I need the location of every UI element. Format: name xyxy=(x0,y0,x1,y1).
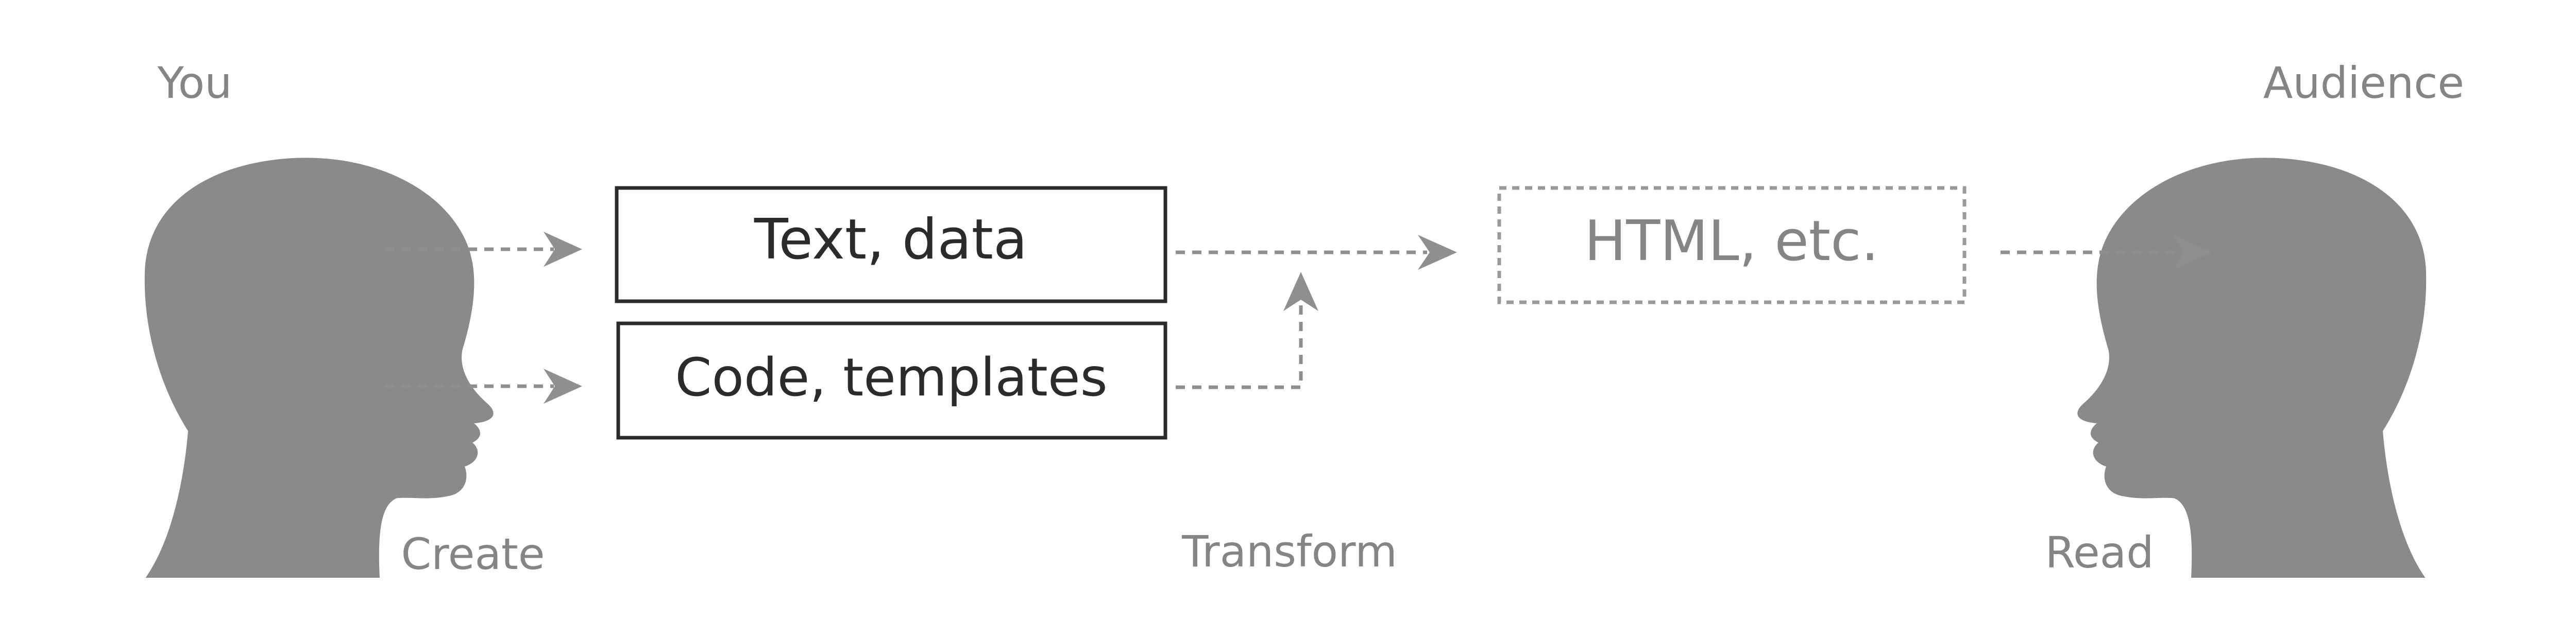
stage-transform-label: Transform xyxy=(1181,526,1397,577)
you-head-icon xyxy=(144,158,494,578)
code-templates-box: Code, templates xyxy=(616,321,1167,440)
stage-read-label: Read xyxy=(2045,527,2154,578)
html-output-box: HTML, etc. xyxy=(1497,186,1967,304)
html-output-label: HTML, etc. xyxy=(1584,209,1879,273)
create-arrow-bottom xyxy=(385,369,582,404)
read-arrow xyxy=(2001,235,2212,270)
audience-head-icon xyxy=(2077,158,2427,578)
text-data-label: Text, data xyxy=(754,208,1027,272)
create-arrow-top xyxy=(385,232,582,267)
you-label: You xyxy=(157,58,232,108)
audience-label: Audience xyxy=(2263,58,2464,108)
stage-create-label: Create xyxy=(401,529,545,579)
code-templates-label: Code, templates xyxy=(675,347,1108,408)
transform-arrow-main xyxy=(1176,235,1457,270)
transform-arrow-merge xyxy=(1176,272,1318,389)
text-data-box: Text, data xyxy=(615,186,1167,303)
